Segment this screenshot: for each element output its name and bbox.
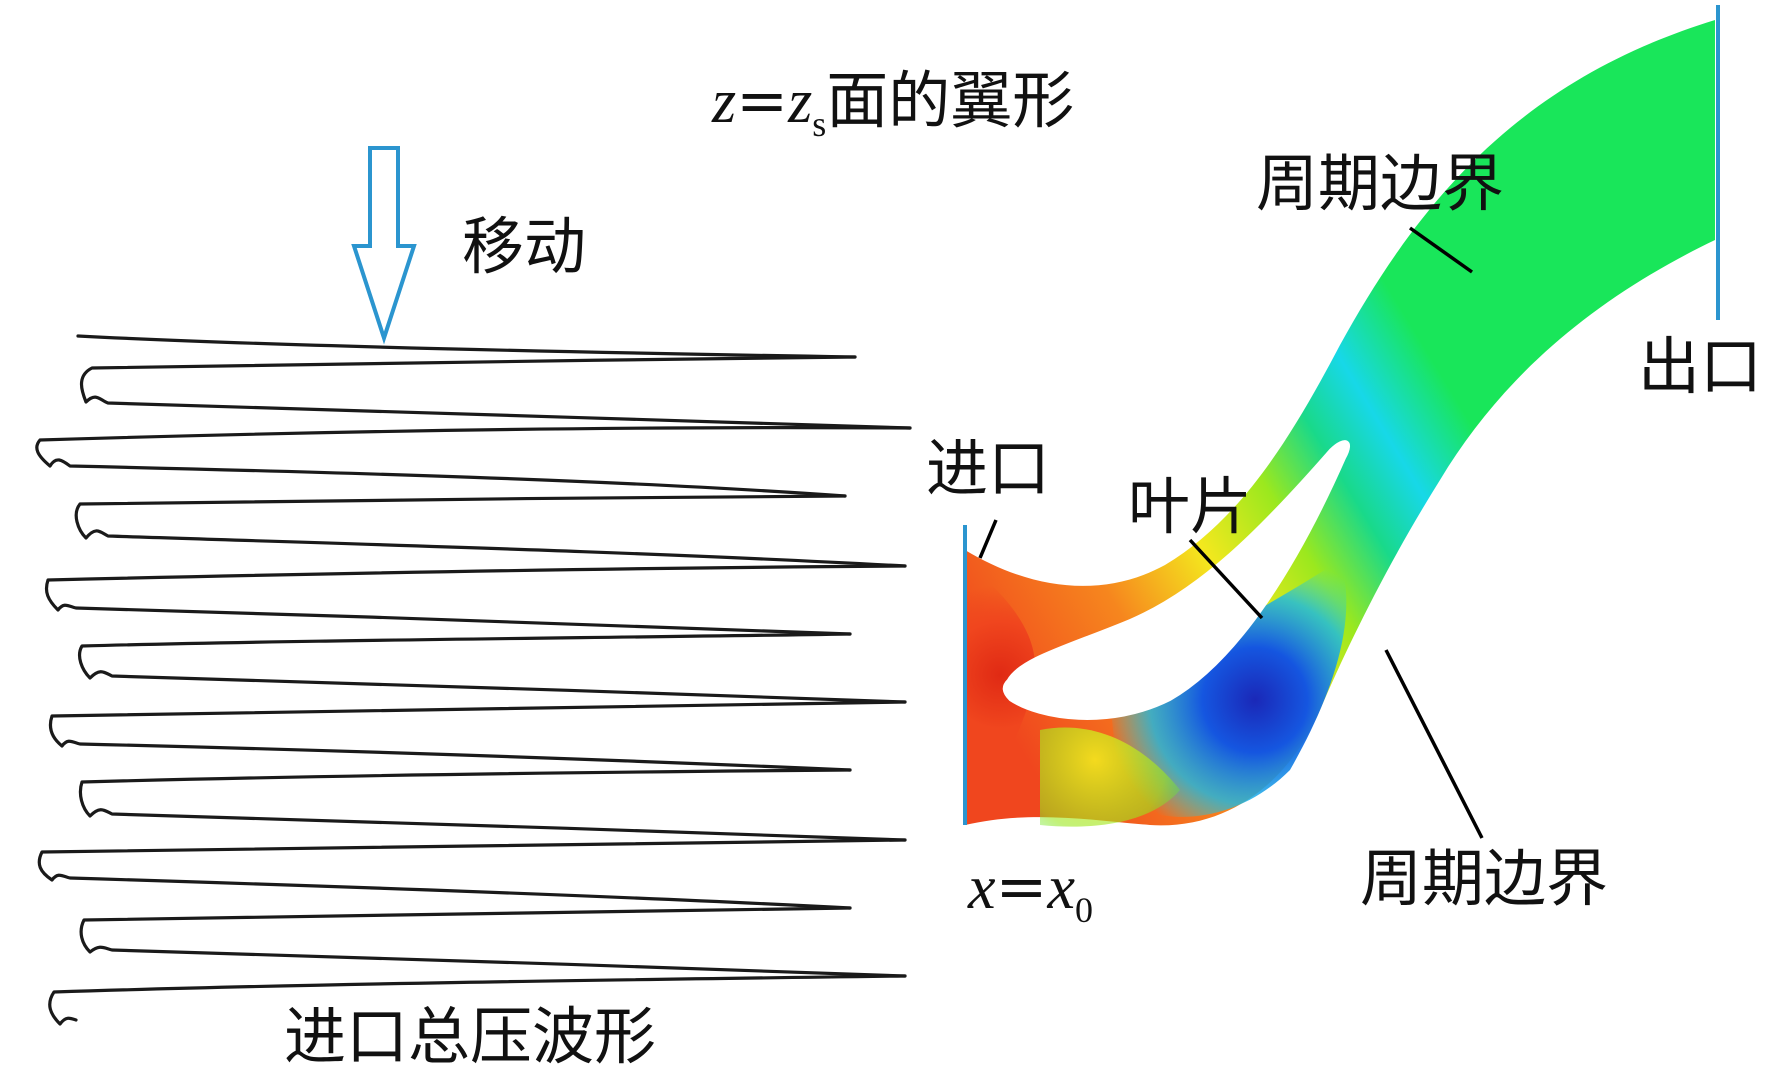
waveform-stack <box>35 334 912 1026</box>
inlet-position-label: x=x0 <box>967 850 1093 930</box>
title-sub: s <box>812 104 826 144</box>
x-eq: = <box>996 850 1048 923</box>
title-var: z <box>711 68 736 136</box>
leader-inlet <box>978 519 998 559</box>
waveform-line <box>35 426 912 498</box>
outlet-label: 出口 <box>1638 330 1762 403</box>
waveform-line <box>48 700 907 772</box>
waveform-line <box>78 768 907 842</box>
waveform-line <box>37 838 907 910</box>
down-arrow-outline-icon <box>351 146 417 345</box>
periodic-boundary-bottom-label: 周期边界 <box>1360 842 1608 915</box>
waveform-line <box>48 974 907 1026</box>
waveform-label: 进口总压波形 <box>284 1000 656 1070</box>
title-var2: z <box>787 68 812 136</box>
title-rest: 面的翼形 <box>826 64 1074 137</box>
leader-lines <box>978 226 1484 839</box>
leader-blade <box>1188 538 1264 620</box>
blade-label: 叶片 <box>1128 470 1252 543</box>
periodic-boundary-top-label: 周期边界 <box>1256 147 1504 220</box>
airfoil-title: z=zs面的翼形 <box>711 64 1074 144</box>
title-eq: = <box>736 64 788 137</box>
move-label: 移动 <box>462 210 586 283</box>
waveform-line <box>79 355 912 430</box>
leader-periodic-top <box>1408 226 1474 274</box>
waveform-line <box>79 906 907 978</box>
blade-passage <box>963 5 1720 827</box>
waveform-line <box>74 494 907 568</box>
waveform-line <box>76 334 857 359</box>
waveform-line <box>44 564 907 636</box>
inlet-label: 进口 <box>926 432 1050 505</box>
x-var2: x <box>1046 854 1075 922</box>
x-var: x <box>967 854 996 922</box>
x-sub: 0 <box>1075 890 1093 930</box>
waveform-line <box>77 632 907 704</box>
leader-periodic-bottom <box>1384 649 1484 839</box>
blade-shape <box>1002 440 1350 720</box>
